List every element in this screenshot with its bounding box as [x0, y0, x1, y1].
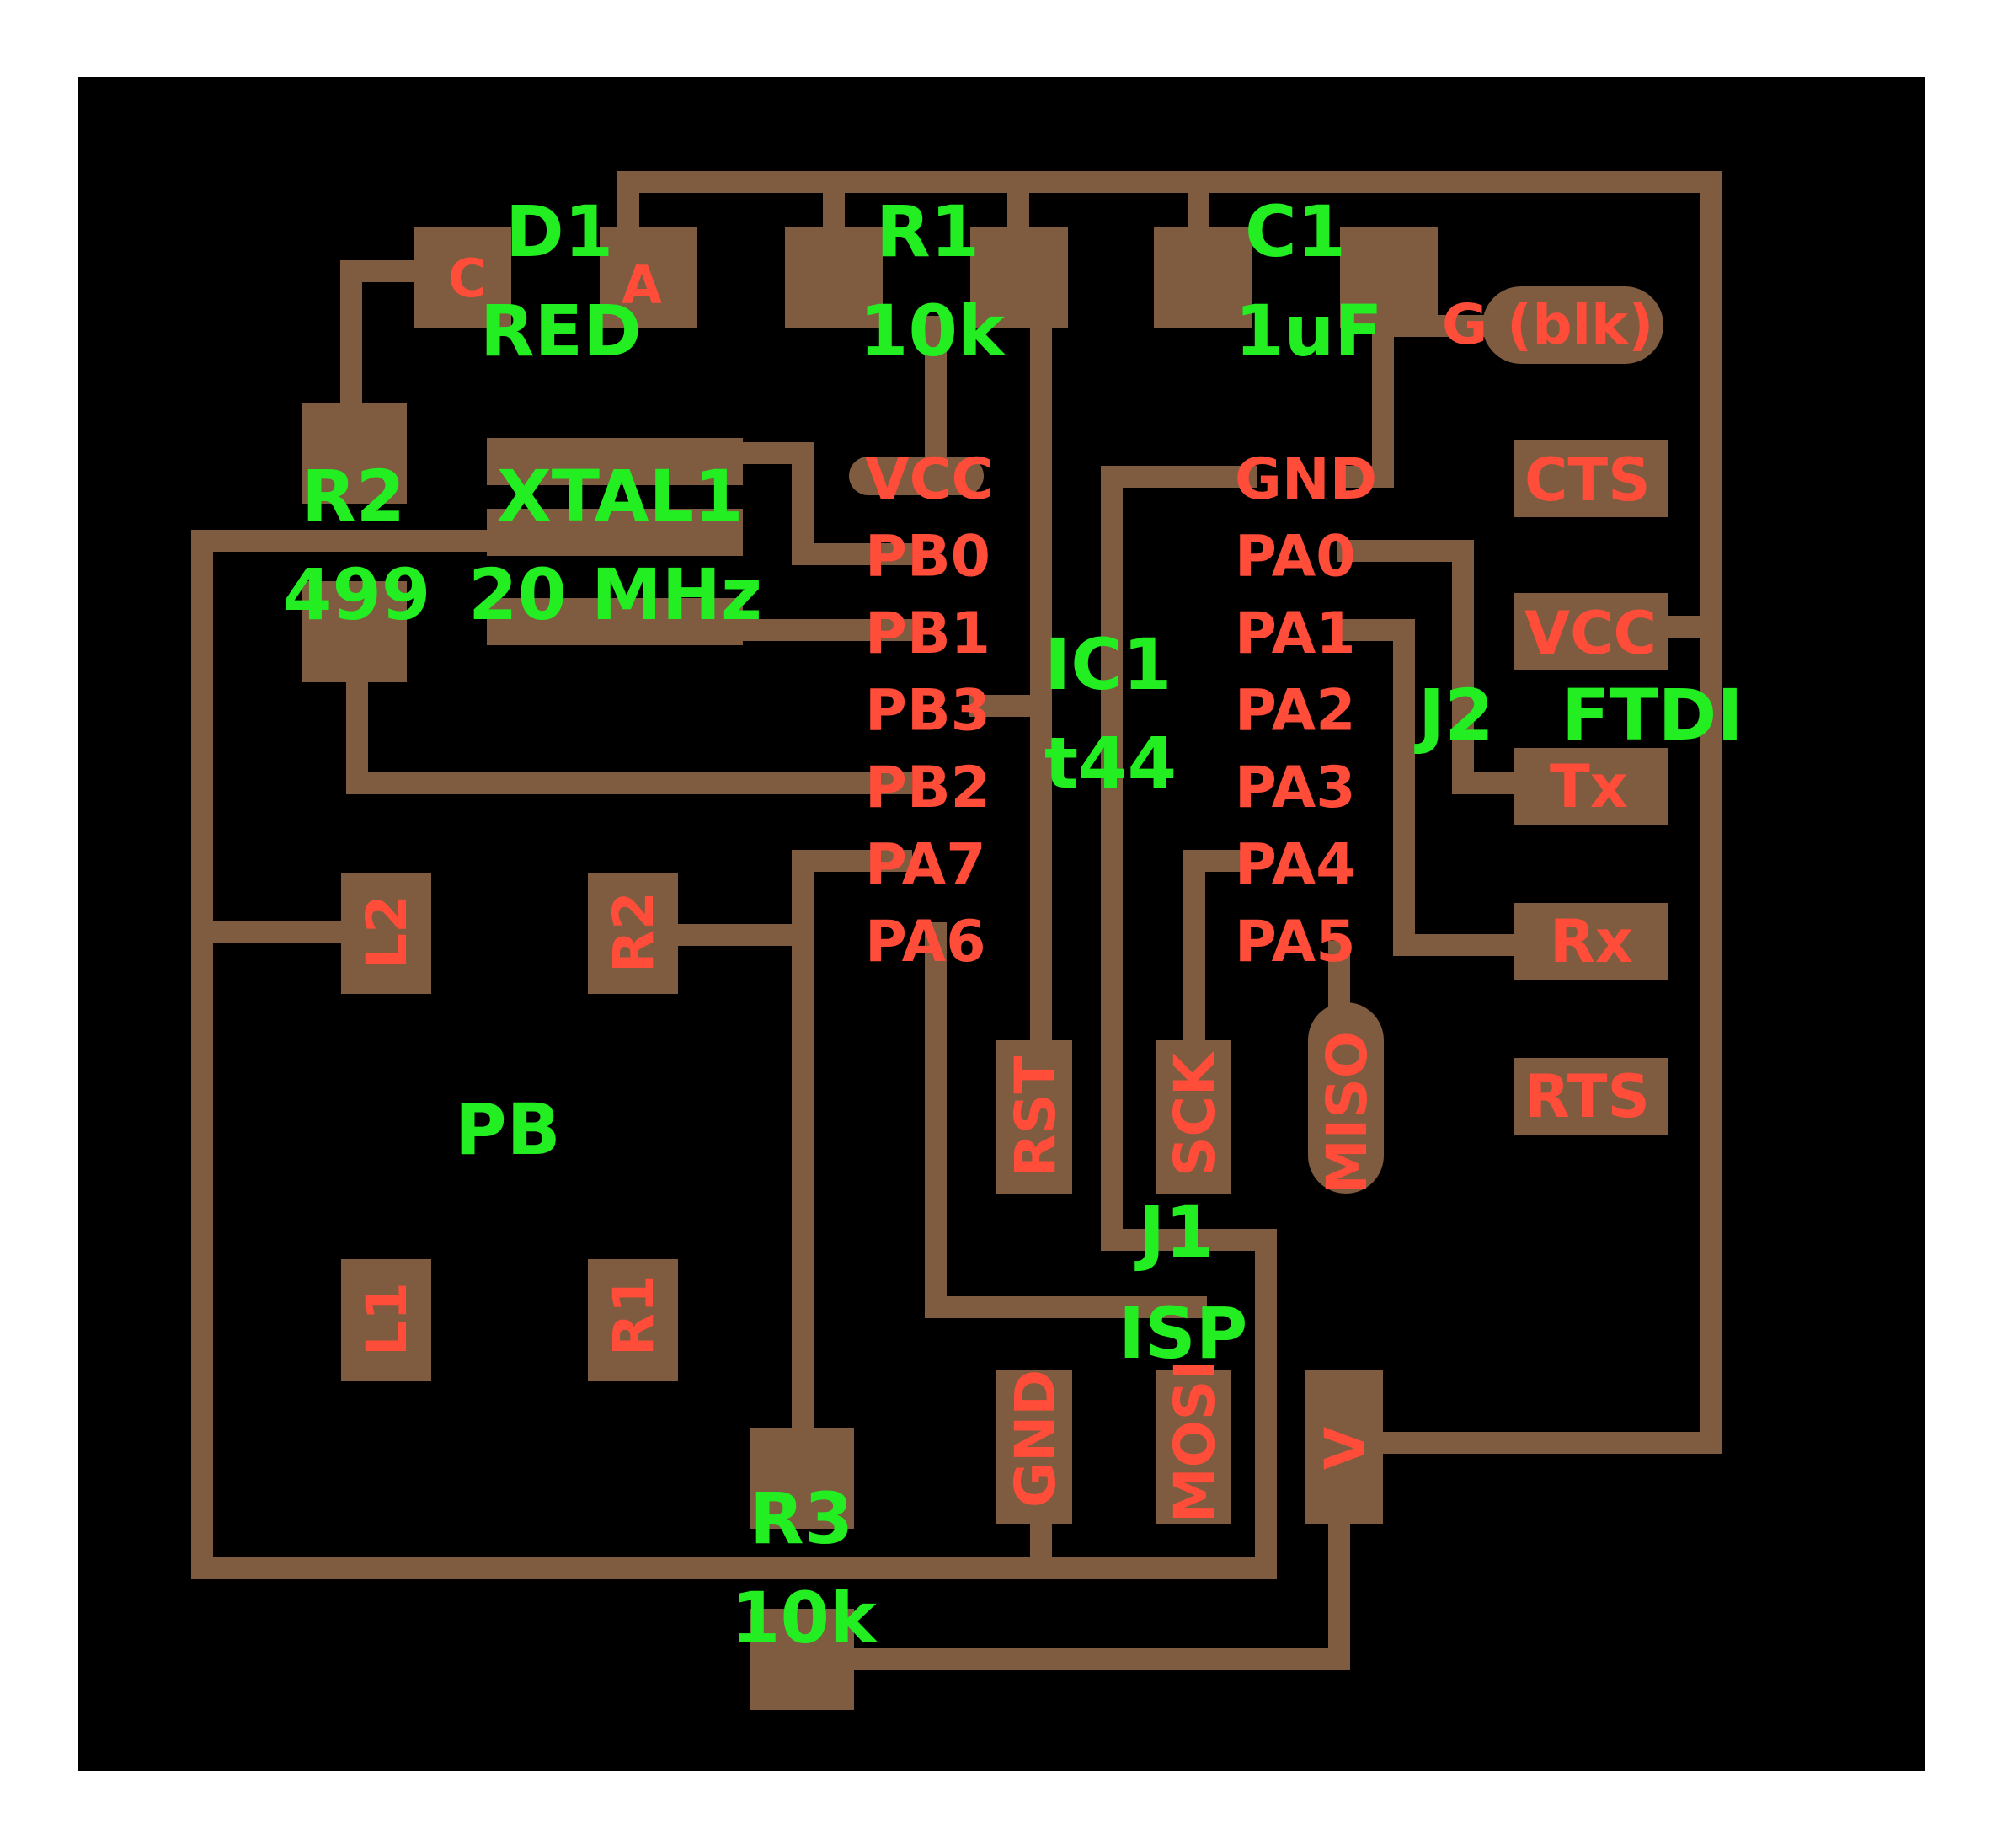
ftdi-pad-tx — [1514, 748, 1668, 825]
r3-pad-top — [750, 1428, 854, 1529]
ic1-pin-pa2-label: PA2 — [1235, 678, 1356, 745]
ic1-ref-label: IC1 — [1044, 623, 1172, 706]
r1-pad-left — [785, 227, 883, 328]
ic1-pin-gnd-label: GND — [1235, 446, 1377, 513]
ftdi-pad-rts — [1514, 1058, 1668, 1135]
pb-r2-label: R2 — [601, 891, 666, 973]
traces — [191, 171, 1722, 1670]
ftdi-rts-label: RTS — [1524, 1062, 1650, 1131]
pb-pad-r1 — [588, 1259, 678, 1381]
c1-value-label: 1uF — [1235, 290, 1383, 372]
d1-pad-c — [414, 227, 511, 328]
c1-pad-right — [1340, 227, 1438, 328]
pb-ref-label: PB — [455, 1088, 561, 1171]
pb-r1-label: R1 — [601, 1274, 666, 1356]
ftdi-rx-label: Rx — [1550, 907, 1633, 976]
j2-ref-label: J2 — [1414, 674, 1494, 756]
ftdi-tx-label: Tx — [1550, 752, 1628, 821]
j1-gnd-label: GND — [1003, 1370, 1068, 1508]
ic1-pin-pb3-label: PB3 — [865, 678, 990, 745]
d1-ref-label: D1 — [505, 190, 613, 273]
ftdi-pad-cts — [1514, 440, 1668, 517]
d1-pin-c-label: C — [448, 248, 487, 309]
ic1-pin-pa5-label: PA5 — [1235, 909, 1356, 975]
pb-l2-label: L2 — [355, 895, 419, 969]
xtal1-pad-3 — [487, 598, 743, 645]
pb-pad-l2 — [341, 873, 431, 994]
j1-pad-gnd — [996, 1370, 1072, 1524]
ic1-pin-pb1-label: PB1 — [865, 601, 990, 667]
d1-value-label: RED — [480, 290, 642, 372]
pads — [302, 227, 1668, 1710]
ic1-pin-pa4-label: PA4 — [1235, 832, 1356, 899]
j1-miso-label: MISO — [1315, 1031, 1380, 1194]
xtal1-pad-1 — [487, 438, 743, 485]
j2-value-label: FTDI — [1562, 674, 1743, 756]
pb-pad-r2 — [588, 873, 678, 994]
j1-v-label: V — [1313, 1427, 1378, 1470]
ftdi-pad-rx — [1514, 903, 1668, 980]
r2-pad-bottom — [302, 581, 407, 682]
ic1-pin-pa3-label: PA3 — [1235, 755, 1356, 821]
j1-pad-rst — [996, 1040, 1072, 1194]
r3-ref-label: R3 — [750, 1477, 853, 1560]
j1-sck-label: SCK — [1162, 1050, 1227, 1177]
j1-pad-mosi — [1156, 1370, 1231, 1524]
j1-rst-label: RST — [1003, 1056, 1068, 1177]
ic1-value-label: t44 — [1044, 722, 1177, 804]
ic1-pin-pb0-label: PB0 — [865, 524, 990, 590]
xtal1-value-label: 20 MHz — [468, 553, 762, 636]
j1-pad-v — [1305, 1370, 1383, 1524]
ftdi-cts-label: CTS — [1524, 446, 1651, 515]
ftdi-pad-g — [1482, 286, 1663, 364]
pb-pad-l1 — [341, 1259, 431, 1381]
c1-ref-label: C1 — [1245, 190, 1346, 273]
r2-value-label: 499 — [283, 553, 430, 636]
ftdi-g-label: G (blk) — [1442, 292, 1653, 357]
d1-pin-a-label: A — [622, 254, 662, 316]
ic1-pin-pa1-label: PA1 — [1235, 601, 1356, 667]
ic1-pin-vcc-label: VCC — [865, 446, 993, 513]
ic1-pin-vcc — [849, 457, 984, 495]
ic1-pin-pa7-label: PA7 — [865, 832, 986, 899]
c1-pad-left — [1154, 227, 1252, 328]
ftdi-pad-vcc — [1514, 593, 1668, 670]
j1-pad-miso — [1308, 1002, 1384, 1194]
r3-value-label: 10k — [731, 1577, 878, 1659]
ic1-pin-pb2-label: PB2 — [865, 755, 990, 821]
r3-pad-bottom — [750, 1609, 854, 1710]
ic1-pin-pa0-label: PA0 — [1235, 524, 1356, 590]
xtal1-ref-label: XTAL1 — [497, 455, 744, 537]
j1-mosi-label: MOSI — [1162, 1359, 1227, 1523]
ic1-pin-pa6-label: PA6 — [865, 909, 986, 975]
j1-pad-sck — [1156, 1040, 1231, 1194]
pb-l1-label: L1 — [355, 1282, 419, 1356]
j1-ref-label: J1 — [1134, 1191, 1215, 1274]
d1-pad-a — [600, 227, 697, 328]
r2-ref-label: R2 — [302, 455, 405, 537]
r1-pad-right — [970, 227, 1068, 328]
r1-ref-label: R1 — [876, 190, 980, 273]
xtal1-pad-2 — [487, 509, 743, 556]
r2-pad-top — [302, 403, 407, 504]
j1-value-label: ISP — [1118, 1292, 1247, 1375]
ftdi-vcc-label: VCC — [1524, 599, 1657, 668]
r1-value-label: 10k — [859, 290, 1006, 372]
